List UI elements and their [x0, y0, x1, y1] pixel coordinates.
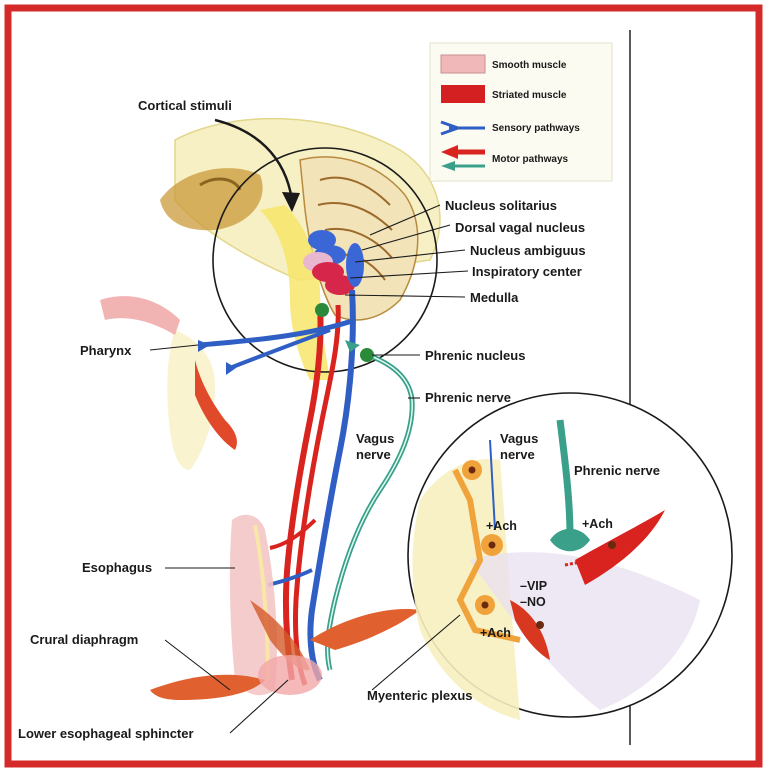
label-crural-diaphragm: Crural diaphragm [30, 632, 138, 647]
inset-label-no: –NO [520, 595, 546, 609]
label-vagus-nerve-line2: nerve [356, 447, 391, 462]
label-pharynx: Pharynx [80, 343, 132, 358]
label-phrenic-nucleus: Phrenic nucleus [425, 348, 525, 363]
label-myenteric-plexus: Myenteric plexus [367, 688, 473, 703]
label-nucleus-ambiguus: Nucleus ambiguus [470, 243, 586, 258]
label-medulla: Medulla [470, 290, 519, 305]
label-esophagus: Esophagus [82, 560, 152, 575]
label-dorsal-vagal-nucleus: Dorsal vagal nucleus [455, 220, 585, 235]
label-nucleus-solitarius: Nucleus solitarius [445, 198, 557, 213]
inset-label-ach-vagal: +Ach [486, 519, 517, 533]
inset-label-phrenic-nerve: Phrenic nerve [574, 463, 660, 478]
inset-label-vagus-line1: Vagus [500, 431, 538, 446]
motor-neuron-node [315, 303, 329, 317]
inset-label-vip: –VIP [520, 579, 547, 593]
label-vagus-nerve-line1: Vagus [356, 431, 394, 446]
label-inspiratory-center: Inspiratory center [472, 264, 582, 279]
inset-label-ach-phrenic: +Ach [582, 517, 613, 531]
legend-striated-muscle: Striated muscle [492, 90, 567, 101]
legend-motor-pathways: Motor pathways [492, 154, 569, 165]
smooth-muscle-swatch [441, 55, 485, 73]
legend-sensory-pathways: Sensory pathways [492, 123, 580, 134]
inset-label-vagus-line2: nerve [500, 447, 535, 462]
legend-smooth-muscle: Smooth muscle [492, 60, 567, 71]
les-region [258, 655, 322, 695]
striated-muscle-swatch [441, 85, 485, 103]
inset-label-ach-plexus: +Ach [480, 626, 511, 640]
label-cortical-stimuli: Cortical stimuli [138, 98, 232, 113]
label-lower-esophageal-sphincter: Lower esophageal sphincter [18, 726, 194, 741]
label-phrenic-nerve: Phrenic nerve [425, 390, 511, 405]
phrenic-nucleus-node [360, 348, 374, 362]
legend: Smooth muscle Striated muscle Sensory pa… [430, 43, 612, 181]
